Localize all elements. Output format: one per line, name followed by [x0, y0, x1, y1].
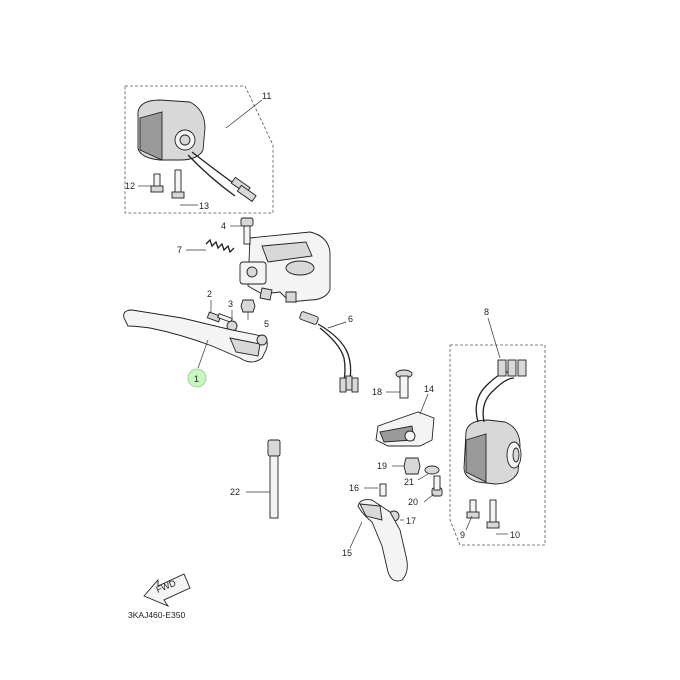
fwd-arrow-icon: FWD: [143, 573, 191, 607]
nut-19: [403, 457, 421, 475]
switch-assembly-box-11: [124, 85, 274, 214]
screw-13: [171, 169, 185, 199]
nut-5: [240, 299, 256, 313]
callout-5: 5: [264, 319, 269, 329]
callout-18: 18: [372, 387, 382, 397]
callout-1: 1: [194, 374, 199, 384]
callout-10: 10: [510, 530, 520, 540]
bolt-2: [206, 311, 233, 323]
callout-15: 15: [342, 548, 352, 558]
pin-18: [395, 369, 413, 399]
callout-6: 6: [348, 314, 353, 324]
bolt-16: [379, 483, 387, 497]
callout-17: 17: [406, 516, 416, 526]
washer-21: [424, 465, 440, 475]
callout-12: 12: [125, 181, 135, 191]
callout-14: 14: [424, 384, 434, 394]
callout-21: 21: [404, 477, 414, 487]
screw-12: [150, 173, 164, 193]
screw-10: [486, 499, 500, 529]
handlebar-switch-right: [463, 359, 527, 485]
lever-holder-14: [375, 411, 435, 447]
callout-9: 9: [460, 530, 465, 540]
lever-bracket: [239, 231, 331, 303]
screw-9: [466, 499, 480, 519]
callout-4: 4: [221, 221, 226, 231]
bolt-20: [431, 475, 443, 497]
callout-19: 19: [377, 461, 387, 471]
callout-20: 20: [408, 497, 418, 507]
pin-4: [240, 217, 254, 245]
diagram-code: 3KAJ460-E350: [128, 610, 185, 620]
callout-11: 11: [262, 91, 271, 101]
handlebar-switch-left: [137, 99, 257, 203]
switch-assembly-box-8: [449, 344, 546, 546]
callout-16: 16: [349, 483, 359, 493]
callout-7: 7: [177, 245, 182, 255]
clutch-lever: [123, 309, 268, 363]
callout-2: 2: [207, 289, 212, 299]
callout-22: 22: [230, 487, 240, 497]
callout-13: 13: [199, 201, 209, 211]
cable-tie-22: [267, 439, 281, 519]
front-brake-switch-6: [299, 311, 359, 393]
brake-lever-15: [357, 499, 408, 582]
spring-7: [205, 238, 235, 254]
callout-1-highlight: [187, 368, 207, 388]
callout-3: 3: [228, 299, 233, 309]
callout-8: 8: [484, 307, 489, 317]
